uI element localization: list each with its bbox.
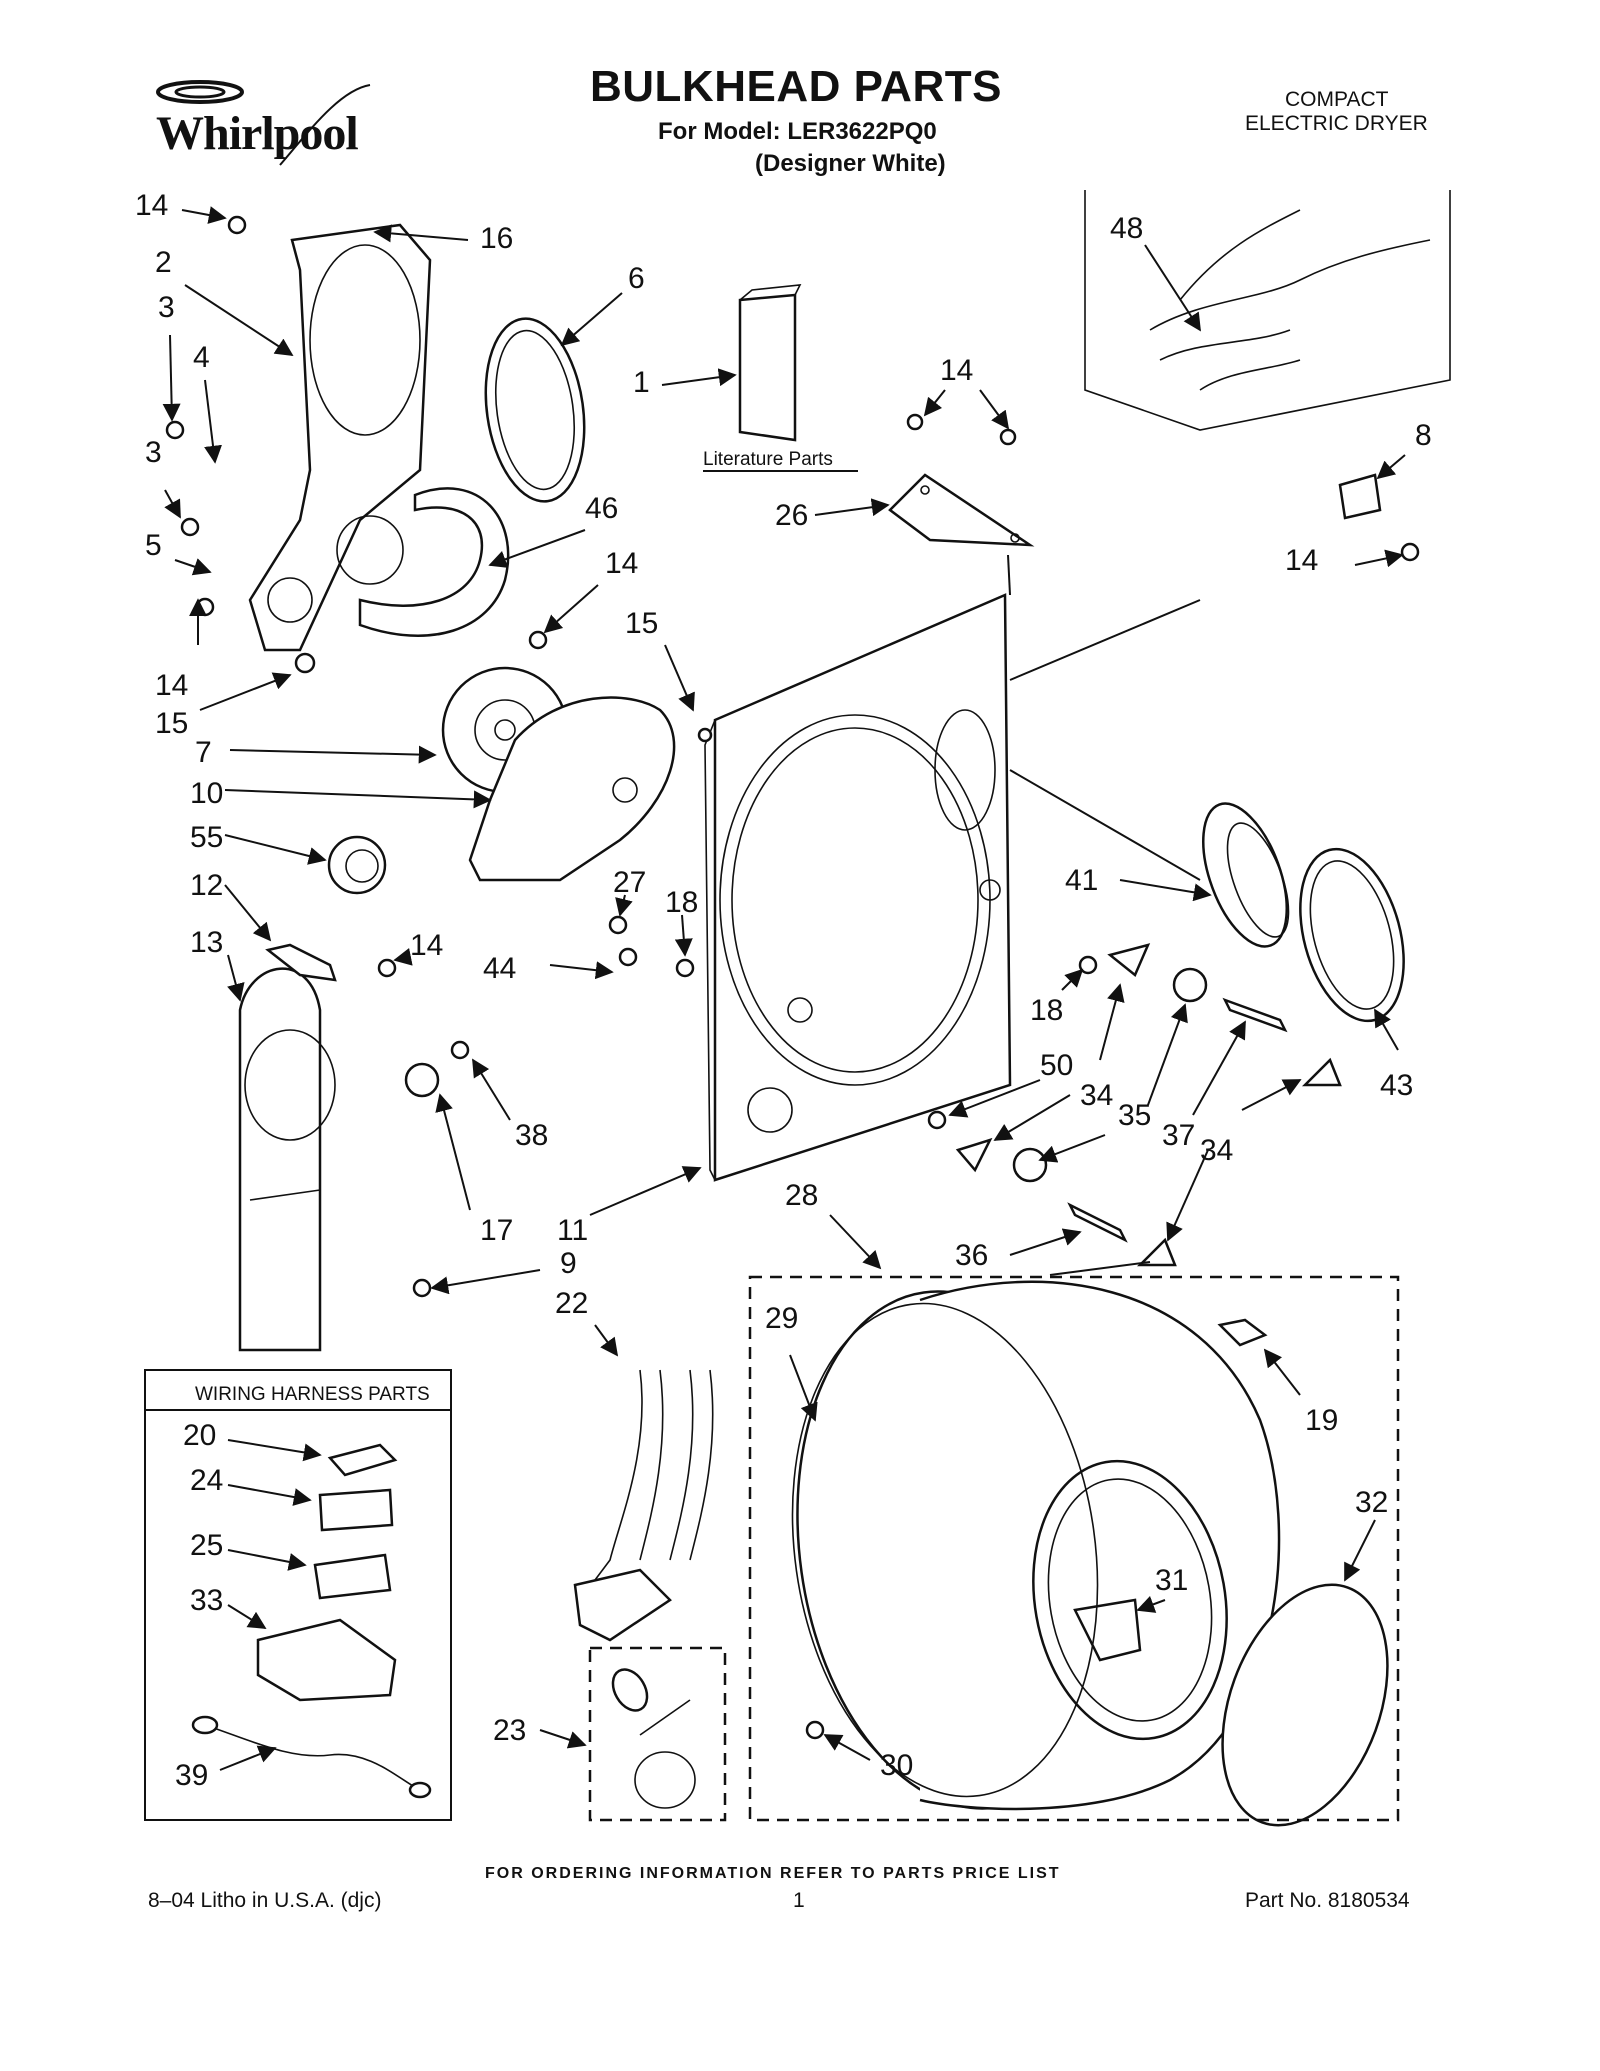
callout-3: 3 — [145, 436, 162, 469]
callout-37: 37 — [1162, 1119, 1195, 1152]
heater-assembly-part — [238, 967, 336, 1352]
callout-14: 14 — [155, 669, 188, 702]
callout-26: 26 — [775, 499, 808, 532]
callout-12: 12 — [190, 869, 223, 902]
terminal-block-part — [1338, 473, 1382, 520]
callout-10: 10 — [190, 777, 223, 810]
callout-34: 34 — [1080, 1079, 1113, 1112]
callout-14: 14 — [410, 929, 443, 962]
callout-35: 35 — [1118, 1099, 1151, 1132]
ordering-note: FOR ORDERING INFORMATION REFER TO PARTS … — [485, 1865, 1061, 1882]
literature-label: Literature Parts — [703, 449, 833, 470]
callout-55: 55 — [190, 821, 223, 854]
rollers-part — [927, 943, 1342, 1267]
product-type-line2: ELECTRIC DRYER — [1245, 112, 1428, 135]
callout-6: 6 — [628, 262, 645, 295]
callout-23: 23 — [493, 1714, 526, 1747]
blower-housing-part — [248, 223, 432, 652]
callout-3: 3 — [158, 291, 175, 324]
callout-29: 29 — [765, 1302, 798, 1335]
callout-15: 15 — [625, 607, 658, 640]
bulkhead-panel-part — [704, 593, 1012, 1182]
callout-48: 48 — [1110, 212, 1143, 245]
callout-4: 4 — [193, 341, 210, 374]
callout-38: 38 — [515, 1119, 548, 1152]
callout-32: 32 — [1355, 1486, 1388, 1519]
model-line: For Model: LER3622PQ0 — [658, 118, 937, 145]
thermostat-part — [404, 1062, 440, 1098]
page-title: BULKHEAD PARTS — [590, 62, 1002, 111]
page-number: 1 — [793, 1889, 805, 1912]
callout-14: 14 — [135, 189, 168, 222]
drum-part — [791, 1280, 1281, 1811]
seal-part — [484, 317, 586, 503]
callout-14: 14 — [1285, 544, 1318, 577]
harness-box-title: WIRING HARNESS PARTS — [195, 1384, 430, 1405]
callout-18: 18 — [1030, 994, 1063, 1027]
blower-cover-part — [468, 696, 676, 882]
callout-14: 14 — [605, 547, 638, 580]
callout-19: 19 — [1305, 1404, 1338, 1437]
callout-36: 36 — [955, 1239, 988, 1272]
callout-22: 22 — [555, 1287, 588, 1320]
callout-20: 20 — [183, 1419, 216, 1452]
whirlpool-logo: Whirlpool — [140, 70, 380, 180]
wire-harness-part — [1084, 190, 1451, 431]
bearing-part — [327, 835, 387, 895]
callout-1: 1 — [633, 366, 650, 399]
drum-kit-box — [748, 1275, 1400, 1822]
wiring-harness-parts-box — [144, 1369, 452, 1821]
callout-8: 8 — [1415, 419, 1432, 452]
drum-seal-part — [1221, 1583, 1389, 1827]
callout-11: 11 — [557, 1214, 588, 1247]
callout-30: 30 — [880, 1749, 913, 1782]
part-number: Part No. 8180534 — [1245, 1889, 1410, 1912]
callout-7: 7 — [195, 736, 212, 769]
callout-15: 15 — [155, 707, 188, 740]
callout-28: 28 — [785, 1179, 818, 1212]
leader-lines — [162, 206, 1406, 1771]
callout-31: 31 — [1155, 1564, 1188, 1597]
callout-14: 14 — [940, 354, 973, 387]
callout-17: 17 — [480, 1214, 513, 1247]
callout-27: 27 — [613, 866, 646, 899]
callout-24: 24 — [190, 1464, 223, 1497]
clip-part — [265, 943, 337, 982]
drum-clip-part — [1217, 1318, 1268, 1347]
callout-9: 9 — [560, 1247, 577, 1280]
litho-note: 8–04 Litho in U.S.A. (djc) — [148, 1889, 382, 1912]
duct-part — [358, 487, 510, 638]
color-line: (Designer White) — [755, 150, 946, 177]
bracket-part — [888, 473, 1035, 547]
callout-39: 39 — [175, 1759, 208, 1792]
callout-labels: 14 16 2 6 3 4 1 3 46 14 5 14 15 14 15 7 … — [135, 189, 1432, 1792]
callout-34: 34 — [1200, 1134, 1233, 1167]
callout-25: 25 — [190, 1529, 223, 1562]
callout-44: 44 — [483, 952, 516, 985]
product-type-line1: COMPACT — [1285, 88, 1389, 111]
lint-screen-part — [1202, 802, 1290, 948]
power-cord-part — [573, 1369, 714, 1642]
logo-swirl-icon — [156, 80, 371, 166]
callout-41: 41 — [1065, 864, 1098, 897]
brand-name: Whirlpool — [156, 107, 359, 160]
strain-relief-part — [588, 1646, 727, 1822]
callout-46: 46 — [585, 492, 618, 525]
callout-18: 18 — [665, 886, 698, 919]
callout-33: 33 — [190, 1584, 223, 1617]
duct-cover-part — [1299, 847, 1405, 1023]
callout-16: 16 — [480, 222, 513, 255]
callout-13: 13 — [190, 926, 223, 959]
literature-book-part — [738, 284, 802, 442]
callout-5: 5 — [145, 529, 162, 562]
callout-50: 50 — [1040, 1049, 1073, 1082]
callout-2: 2 — [155, 246, 172, 279]
callout-43: 43 — [1380, 1069, 1413, 1102]
